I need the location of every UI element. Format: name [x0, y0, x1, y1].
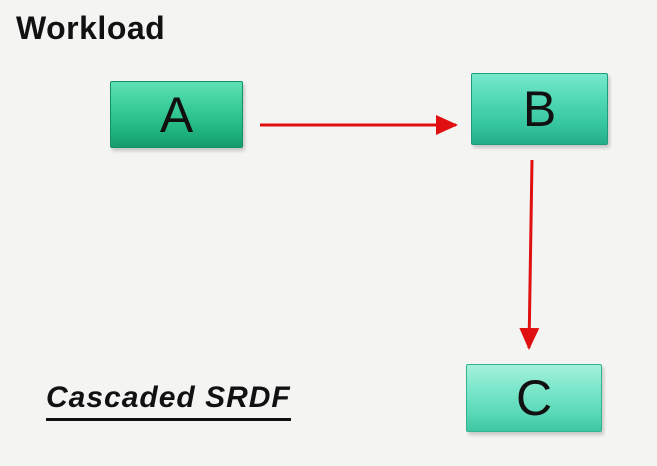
node-a: A — [110, 81, 243, 148]
arrow-b-to-c — [519, 159, 540, 350]
diagram-title: Workload — [16, 10, 166, 46]
node-c: C — [466, 364, 602, 432]
diagram-caption: Cascaded SRDF — [46, 380, 291, 421]
node-b: B — [471, 73, 608, 145]
